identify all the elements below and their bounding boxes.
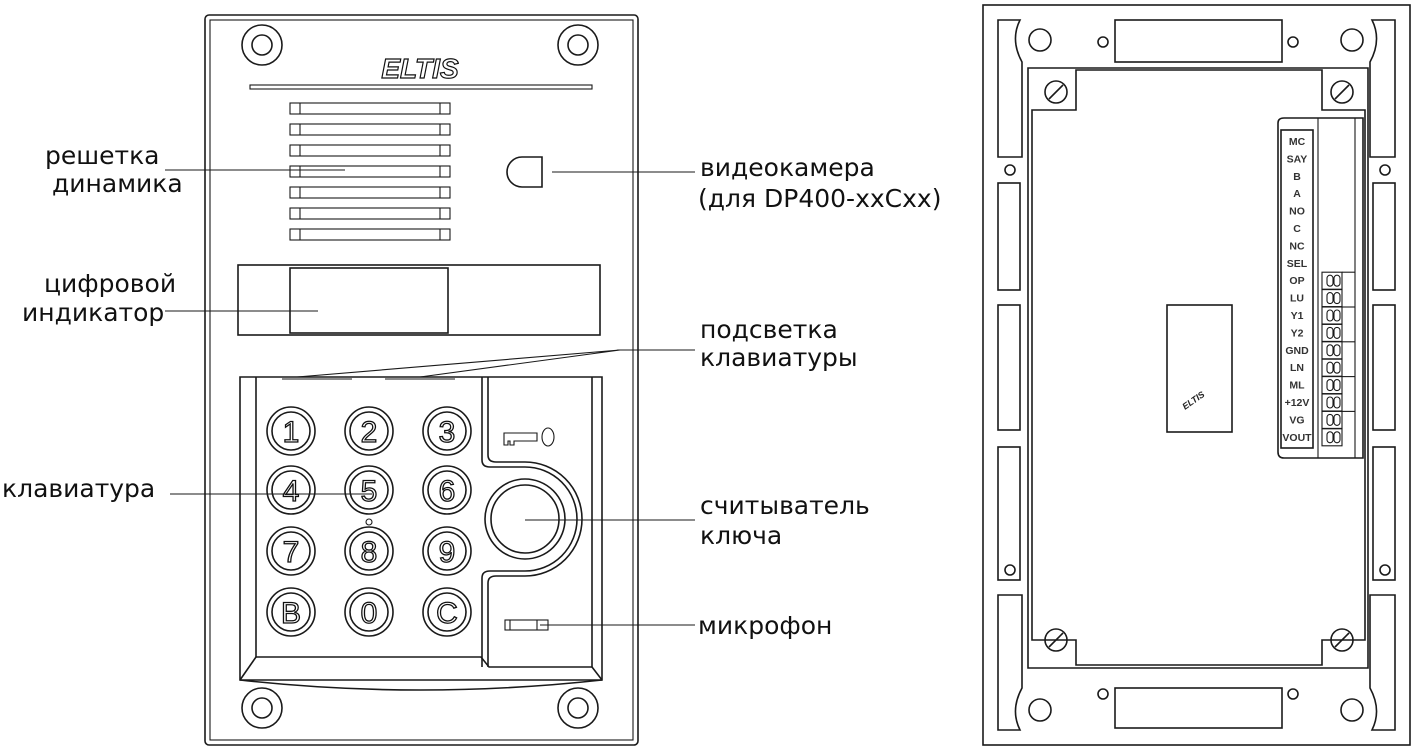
key-label: 9	[439, 536, 456, 569]
terminal-label: A	[1293, 188, 1301, 200]
side-slot	[997, 304, 1021, 431]
terminal-label: VG	[1289, 414, 1304, 426]
key-button-0[interactable]: 0	[344, 587, 394, 637]
key-label: C	[436, 597, 458, 630]
label-digital-indicator-2: индикатор	[22, 298, 164, 327]
grille-slot	[289, 165, 451, 178]
terminal-label: VOUT	[1282, 432, 1312, 444]
terminal-label: SEL	[1287, 258, 1308, 270]
label-key-reader-2: ключа	[700, 521, 782, 550]
side-slot	[1372, 446, 1396, 581]
key-label: 5	[361, 475, 378, 508]
key-button-B[interactable]: B	[266, 587, 316, 637]
video-camera	[506, 156, 543, 188]
keypad: 1 2 3 4 5 6 7 8 9B 0 C	[266, 406, 472, 637]
key-button-1[interactable]: 1	[266, 406, 316, 456]
key-label: 3	[439, 416, 456, 449]
terminal-label: C	[1293, 223, 1301, 235]
terminal-label: NO	[1289, 206, 1305, 218]
mounting-holes	[241, 24, 599, 729]
terminal-label: MC	[1289, 136, 1306, 148]
terminal-label: LN	[1290, 362, 1304, 374]
label-microphone: микрофон	[698, 611, 832, 640]
key-button-7[interactable]: 7	[266, 526, 316, 576]
back-label-sticker: ELTIS	[1166, 304, 1233, 433]
key-label: B	[281, 597, 301, 630]
key-reader	[484, 478, 566, 560]
key-button-9[interactable]: 9	[422, 526, 472, 576]
side-slot	[997, 182, 1021, 291]
keypad-area	[239, 349, 621, 691]
key-button-8[interactable]: 8	[344, 526, 394, 576]
terminal-screw	[1321, 428, 1343, 447]
terminal-label: GND	[1285, 345, 1309, 357]
digital-indicator	[237, 264, 601, 336]
terminal-screw	[1321, 323, 1343, 342]
label-keypad: клавиатура	[2, 474, 155, 503]
label-video-camera-2: (для DP400-xxCxx)	[698, 184, 941, 213]
key-button-3[interactable]: 3	[422, 406, 472, 456]
key-button-2[interactable]: 2	[344, 406, 394, 456]
key-label: 6	[439, 475, 456, 508]
label-digital-indicator: цифровой	[44, 269, 176, 298]
terminal-label: B	[1293, 171, 1301, 183]
speaker-grille	[289, 102, 451, 241]
key-button-6[interactable]: 6	[422, 465, 472, 515]
key-label: 1	[283, 416, 300, 449]
terminal-screw	[1321, 341, 1355, 360]
terminal-label: Y1	[1291, 310, 1304, 322]
key-label: 7	[283, 536, 300, 569]
terminal-screw	[1321, 271, 1355, 290]
label-keypad-backlight: подсветка	[700, 315, 838, 344]
screws	[1044, 80, 1354, 652]
grille-slot	[289, 123, 451, 136]
label-video-camera: видеокамера	[700, 153, 875, 182]
grille-slot	[289, 207, 451, 220]
key-icon	[503, 427, 555, 447]
terminal-screw	[1321, 306, 1355, 325]
key-button-5[interactable]: 5	[344, 465, 394, 515]
terminal-screw	[1321, 289, 1343, 308]
grille-slot	[289, 186, 451, 199]
grille-slot	[289, 228, 451, 241]
eltis-logo: ELTIS	[381, 53, 459, 84]
label-keypad-backlight-2: клавиатуры	[700, 343, 858, 372]
label-speaker-grille: решетка	[45, 141, 160, 170]
terminal-label: SAY	[1287, 153, 1308, 165]
side-slot	[997, 446, 1021, 581]
key-button-4[interactable]: 4	[266, 465, 316, 515]
label-key-reader: считыватель	[700, 491, 870, 520]
terminal-label: ML	[1289, 380, 1305, 392]
terminal-label: NC	[1289, 240, 1305, 252]
terminal-screw	[1321, 393, 1343, 412]
key-label: 2	[361, 416, 378, 449]
callouts: решетка динамика цифровой индикатор клав…	[2, 141, 941, 640]
key-label: 4	[283, 475, 300, 508]
terminal-label: LU	[1290, 293, 1304, 305]
grille-slot	[289, 102, 451, 115]
terminal-label: +12V	[1285, 397, 1310, 409]
terminal-screw	[1321, 376, 1355, 395]
backlight-leader	[296, 349, 621, 378]
back-eltis-logo: ELTIS	[1180, 389, 1206, 411]
key-label: 8	[361, 536, 378, 569]
terminal-label: OP	[1289, 275, 1304, 287]
key-button-C[interactable]: C	[422, 587, 472, 637]
grille-slot	[289, 144, 451, 157]
side-slot	[1372, 182, 1396, 291]
label-speaker-grille-2: динамика	[52, 169, 183, 198]
terminal-label: Y2	[1291, 327, 1304, 339]
front-panel: ELTIS 1 2 3 4 5 6 7 8 9B 0 C	[204, 14, 639, 746]
side-slot	[1372, 304, 1396, 431]
terminal-screw	[1321, 410, 1355, 429]
key-label: 0	[361, 597, 378, 630]
terminal-screw	[1321, 358, 1343, 377]
